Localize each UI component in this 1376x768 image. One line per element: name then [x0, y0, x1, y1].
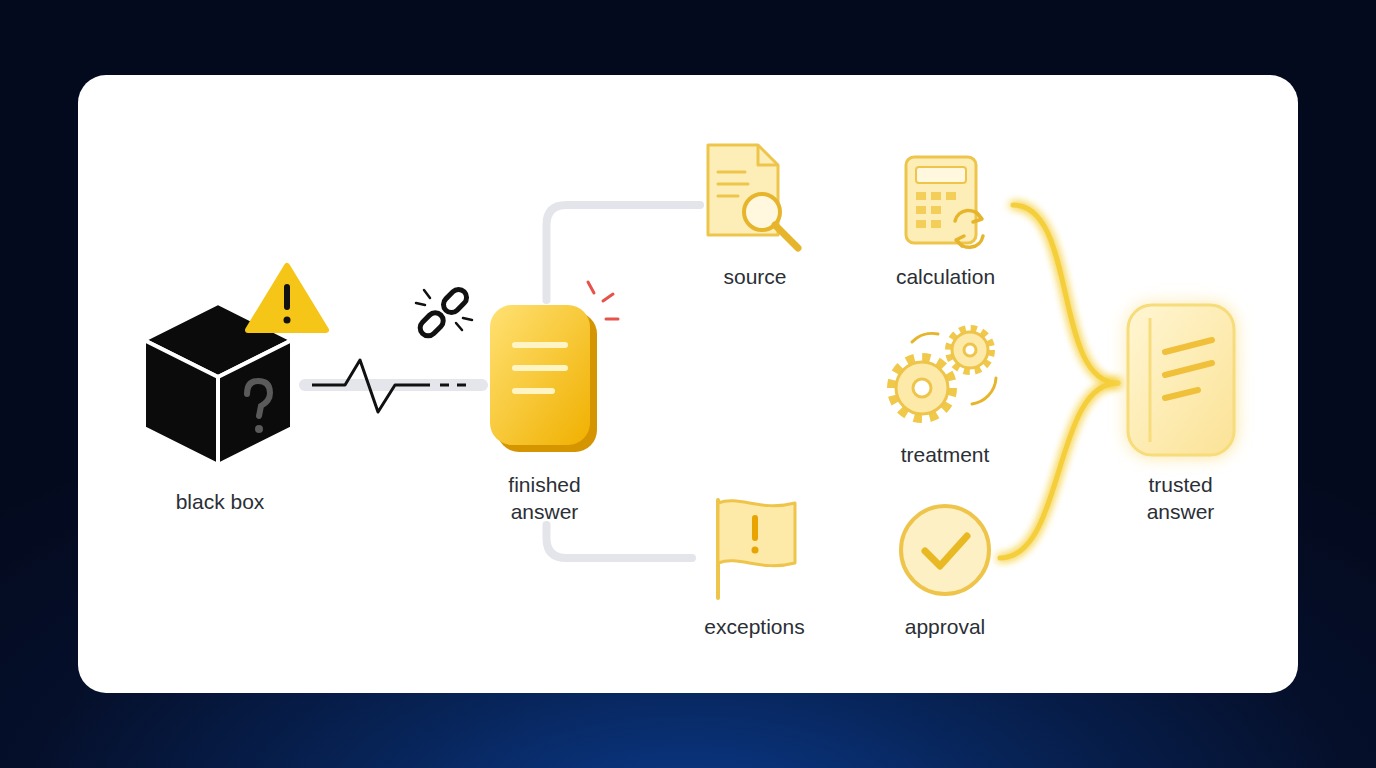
warning-dot	[284, 317, 291, 324]
answer-node: finished answer	[482, 300, 607, 525]
node-label: finished answer	[482, 471, 607, 525]
node-label: black box	[176, 488, 265, 515]
cube-left	[144, 340, 218, 465]
step-node: exceptions	[692, 492, 817, 640]
link-half	[417, 309, 447, 339]
break-sparks	[416, 290, 472, 330]
trusted-lines	[1165, 340, 1212, 398]
node-label: calculation	[896, 263, 995, 290]
warning-bar	[284, 284, 290, 310]
link-half	[440, 286, 470, 316]
node-label: trusted answer	[1118, 471, 1243, 525]
trusted-card-edge	[1149, 318, 1152, 442]
gear-body	[896, 362, 948, 414]
glow-connector	[1013, 205, 1118, 383]
swap-arrow	[955, 210, 981, 221]
bracket-connector	[547, 205, 701, 300]
glow-connector	[1000, 383, 1118, 558]
step-node: approval	[890, 492, 1000, 640]
trusted-node: trusted answer	[1118, 295, 1243, 525]
question-mark	[247, 381, 270, 416]
answer-card	[490, 305, 590, 445]
warning-triangle	[248, 266, 326, 330]
glow-connector	[817, 556, 890, 561]
calculator-screen	[916, 167, 966, 183]
calculator-keys	[916, 192, 956, 228]
flag-bar	[752, 515, 758, 541]
document-lines	[718, 172, 748, 196]
signal-zigzag	[312, 360, 430, 412]
bracket-connector	[547, 525, 693, 558]
approval-circle	[901, 506, 989, 594]
step-node: treatment	[880, 318, 1010, 468]
node-label: exceptions	[704, 613, 804, 640]
magnifier-handle	[775, 225, 798, 248]
gear-teeth	[892, 358, 952, 418]
swap-arrow	[957, 236, 983, 247]
calculator-body	[906, 157, 976, 243]
gear-body	[952, 332, 988, 368]
gear-hole	[964, 344, 976, 356]
alert-sparks	[588, 282, 618, 319]
document-fold	[758, 145, 778, 165]
swap-head	[973, 212, 982, 222]
answer-lines	[515, 345, 565, 391]
node-label: source	[723, 263, 786, 290]
signal-dashes	[440, 384, 466, 387]
black-box-node: black box	[135, 290, 305, 515]
swap-head	[956, 236, 964, 246]
gear-hole	[913, 379, 931, 397]
glow-connector	[810, 203, 878, 208]
step-node: source	[700, 140, 810, 290]
node-label: approval	[905, 613, 986, 640]
check-mark	[925, 536, 967, 566]
cycle-arrows	[912, 333, 996, 404]
step-node: calculation	[878, 140, 1013, 290]
gear-teeth	[949, 329, 991, 371]
cube-right	[218, 340, 292, 465]
flag-cloth	[718, 501, 795, 566]
node-label: treatment	[901, 441, 990, 468]
trusted-card	[1128, 305, 1234, 455]
flag-dot	[752, 547, 759, 554]
question-dot	[255, 425, 263, 433]
